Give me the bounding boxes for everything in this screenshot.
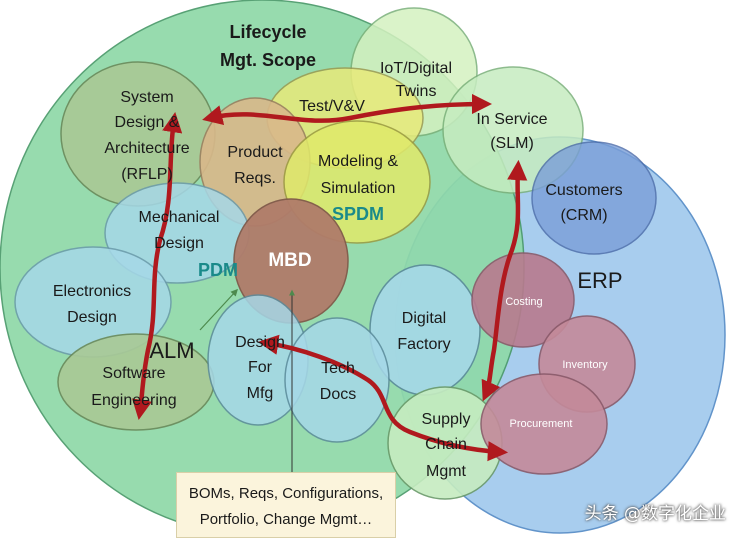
software-label-line1: Software — [102, 365, 165, 382]
system-label-line1: System — [120, 89, 173, 106]
note-line-2: Portfolio, Change Mgmt… — [199, 511, 373, 528]
procurement-label: Procurement — [510, 418, 573, 430]
supply-label-line1: Supply — [422, 411, 471, 428]
alm-label: ALM — [149, 338, 194, 363]
digital-factory-label-line2: Factory — [397, 336, 450, 353]
system-label-line4: (RFLP) — [121, 166, 173, 183]
product-reqs-label-line2: Reqs. — [234, 170, 276, 187]
arrow-system-to-inservice — [202, 93, 493, 126]
customers-label-line1: Customers — [545, 182, 622, 199]
inventory-label: Inventory — [562, 359, 608, 371]
arrow-system-to-software — [132, 111, 183, 420]
customers-label-line2: (CRM) — [560, 207, 607, 224]
erp-label: ERP — [577, 268, 622, 293]
dfm-to-pdm-connector — [199, 288, 238, 331]
tech-docs-label-line2: Docs — [320, 386, 356, 403]
tech-docs-circle — [284, 317, 390, 443]
spdm-label: SPDM — [332, 204, 384, 224]
pdm-label: PDM — [198, 260, 238, 280]
in-service-label-line2: (SLM) — [490, 135, 534, 152]
arrow-dfm-to-supply — [257, 334, 509, 462]
supply-label-line2: Chain — [425, 436, 467, 453]
digital-factory-label-line1: Digital — [402, 310, 446, 327]
note-line-1: BOMs, Reqs, Configurations, — [188, 485, 384, 502]
system-label-line2: Design & — [115, 114, 180, 131]
customers-circle — [531, 141, 657, 255]
supply-label-line3: Mgmt — [426, 463, 467, 480]
dfm-label-line2: For — [248, 359, 273, 376]
scope-title-line1: Lifecycle — [229, 22, 306, 42]
dfm-label-line1: Design — [235, 334, 285, 351]
dfm-label-line3: Mfg — [247, 385, 274, 402]
shared-data-note: BOMs, Reqs, Configurations, Portfolio, C… — [176, 472, 396, 538]
watermark-text: 头条 @数字化企业 — [584, 504, 726, 524]
modeling-label-line2: Simulation — [321, 180, 396, 197]
modeling-label-line1: Modeling & — [318, 153, 398, 170]
test-vv-label: Test/V&V — [299, 98, 365, 115]
mechanical-label-line1: Mechanical — [139, 209, 220, 226]
product-reqs-label-line1: Product — [227, 144, 283, 161]
iot-label-line1: IoT/Digital — [380, 60, 452, 77]
mechanical-label-line2: Design — [154, 235, 204, 252]
electronics-label-line1: Electronics — [53, 283, 131, 300]
scope-title-line2: Mgt. Scope — [220, 50, 316, 70]
in-service-label-line1: In Service — [476, 111, 547, 128]
software-label-line2: Engineering — [91, 392, 176, 409]
iot-label-line2: Twins — [396, 83, 437, 100]
system-label-line3: Architecture — [104, 140, 189, 157]
electronics-label-line2: Design — [67, 309, 117, 326]
costing-label: Costing — [505, 296, 542, 308]
tech-docs-label-line1: Tech — [321, 360, 355, 377]
mbd-label: MBD — [268, 250, 311, 271]
